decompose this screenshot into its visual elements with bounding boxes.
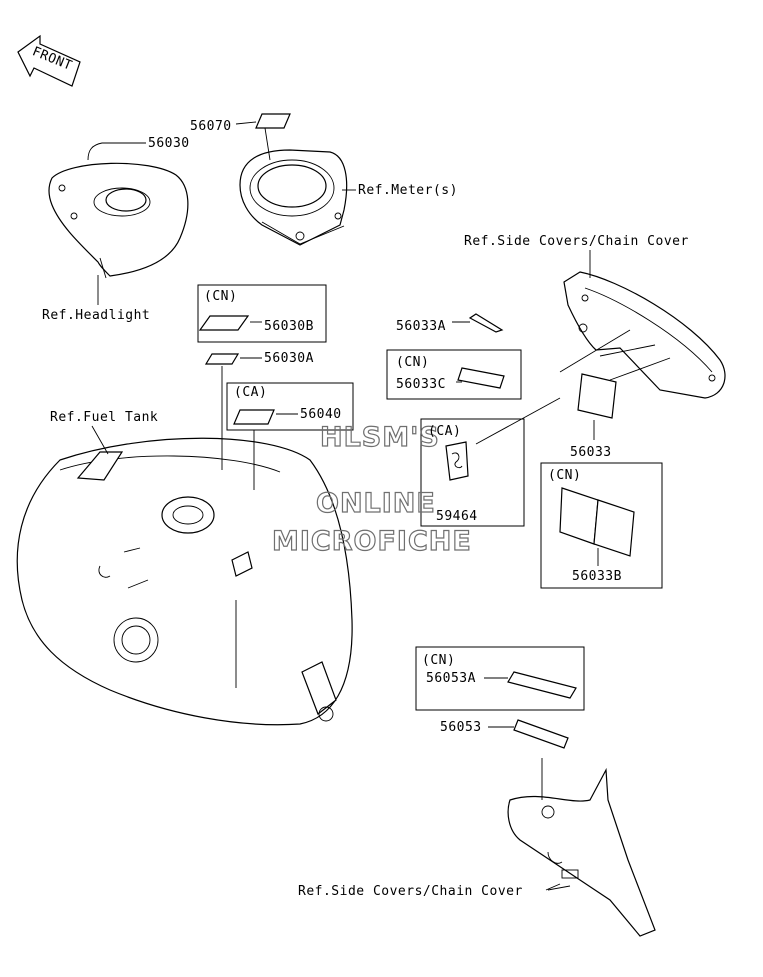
label-56033b: 56033B bbox=[572, 569, 622, 584]
label-ca-box2: (CA) bbox=[428, 424, 461, 439]
label-56033a: 56033A bbox=[396, 319, 446, 334]
label-ref-side-covers-bottom: Ref.Side Covers/Chain Cover bbox=[298, 884, 523, 899]
label-56030: 56030 bbox=[148, 136, 190, 151]
decal-56053 bbox=[513, 719, 569, 749]
box-cn-56033b bbox=[540, 462, 663, 589]
side-cover-bottom-part bbox=[507, 758, 656, 937]
label-56053a: 56053A bbox=[426, 671, 476, 686]
label-ref-side-covers-top: Ref.Side Covers/Chain Cover bbox=[464, 234, 689, 249]
watermark-line2: ONLINE bbox=[316, 488, 436, 519]
box-cn-56030b bbox=[197, 284, 327, 343]
decal-56030a bbox=[204, 353, 240, 365]
watermark-line1: HLSM'S bbox=[320, 422, 440, 453]
label-cn-box3: (CN) bbox=[548, 468, 581, 483]
decal-56033a bbox=[468, 313, 504, 333]
label-ca-box1: (CA) bbox=[234, 385, 267, 400]
front-arrow: FRONT bbox=[17, 34, 81, 87]
label-cn-box2: (CN) bbox=[396, 355, 429, 370]
label-56040: 56040 bbox=[300, 407, 342, 422]
box-ca-56040 bbox=[226, 382, 354, 490]
label-56030b: 56030B bbox=[264, 319, 314, 334]
label-56030a: 56030A bbox=[264, 351, 314, 366]
box-ca-59464 bbox=[420, 397, 561, 527]
leader-ref-side-bottom bbox=[545, 883, 561, 891]
label-56053: 56053 bbox=[440, 720, 482, 735]
watermark: HLSM'S ONLINE MICROFICHE bbox=[271, 421, 472, 557]
box-cn-56033c bbox=[386, 349, 522, 400]
label-56033: 56033 bbox=[570, 445, 612, 460]
label-cn-box1: (CN) bbox=[204, 289, 237, 304]
fuel-tank-part bbox=[16, 425, 353, 726]
label-56033c: 56033C bbox=[396, 377, 446, 392]
label-ref-fuel-tank: Ref.Fuel Tank bbox=[50, 410, 158, 425]
decal-56033 bbox=[577, 373, 617, 440]
label-ref-headlight: Ref.Headlight bbox=[42, 308, 150, 323]
side-cover-top-part bbox=[559, 250, 726, 399]
watermark-line3: MICROFICHE bbox=[272, 526, 472, 557]
meter-part bbox=[235, 113, 356, 246]
label-ref-meter: Ref.Meter(s) bbox=[358, 183, 458, 198]
box-cn-56053a bbox=[415, 646, 585, 711]
headlight-cover-part bbox=[48, 142, 189, 305]
label-cn-box4: (CN) bbox=[422, 653, 455, 668]
label-56070: 56070 bbox=[190, 119, 232, 134]
label-59464: 59464 bbox=[436, 509, 478, 524]
